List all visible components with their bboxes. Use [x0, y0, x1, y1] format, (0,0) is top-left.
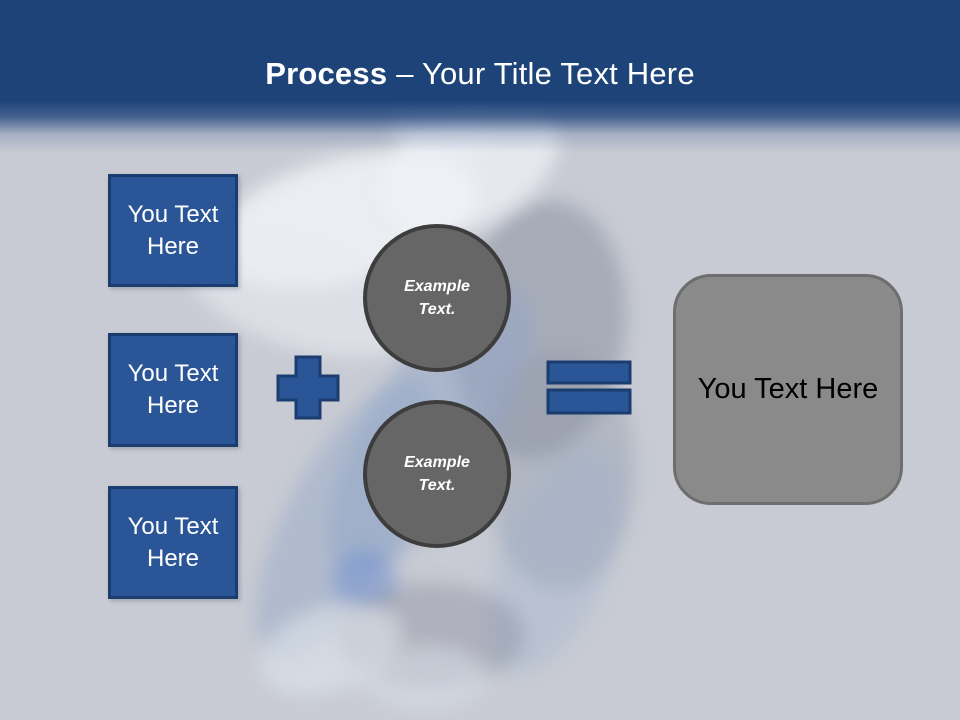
input-box-3[interactable]: You Text Here	[108, 486, 238, 599]
step-circle-1[interactable]: Example Text.	[363, 224, 511, 372]
step-circle-2[interactable]: Example Text.	[363, 400, 511, 548]
slide-title-keyword: Process	[265, 56, 388, 91]
input-box-1[interactable]: You Text Here	[108, 174, 238, 287]
equals-icon	[546, 360, 632, 415]
result-box[interactable]: You Text Here	[673, 274, 903, 505]
step-circle-1-label: Example Text.	[404, 277, 470, 318]
slide-title[interactable]: Process– Your Title Text Here	[0, 56, 960, 92]
slide-title-subtitle: – Your Title Text Here	[396, 56, 695, 91]
input-box-2-label: You Text Here	[127, 360, 219, 419]
result-box-label: You Text Here	[697, 373, 879, 405]
input-box-2[interactable]: You Text Here	[108, 333, 238, 447]
input-box-3-label: You Text Here	[127, 512, 219, 572]
step-circle-2-label: Example Text.	[404, 453, 470, 494]
input-box-1-label: You Text Here	[127, 200, 219, 260]
plus-icon	[276, 355, 340, 420]
